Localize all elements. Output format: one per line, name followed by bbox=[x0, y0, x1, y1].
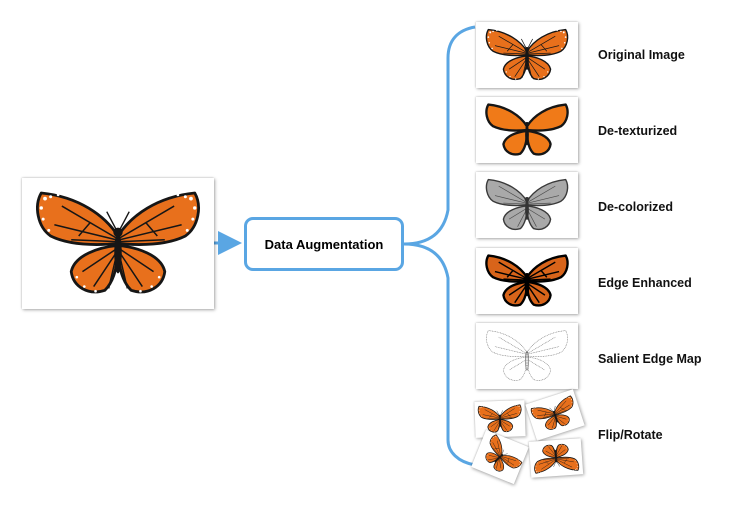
detexturized-card bbox=[476, 97, 578, 163]
butterfly-icon bbox=[486, 330, 568, 381]
input-image bbox=[22, 178, 214, 309]
label-flip-rotate: Flip/Rotate bbox=[598, 428, 663, 442]
butterfly-icon bbox=[36, 191, 200, 294]
butterfly-icon bbox=[532, 442, 580, 474]
butterfly-icon bbox=[485, 178, 569, 231]
data-augmentation-label: Data Augmentation bbox=[264, 236, 384, 252]
label-original-image: Original Image bbox=[598, 48, 685, 62]
label-edge-enhanced: Edge Enhanced bbox=[598, 276, 692, 290]
flip-card-4 bbox=[528, 438, 584, 478]
butterfly-icon bbox=[485, 28, 569, 81]
decolorized-card bbox=[476, 172, 578, 238]
label-decolorized: De-colorized bbox=[598, 200, 674, 214]
bracket-upper bbox=[403, 25, 476, 246]
edge-enhanced-card bbox=[476, 248, 578, 314]
flip-card-1 bbox=[474, 400, 526, 438]
label-detexturized: De-texturized bbox=[598, 124, 678, 138]
bracket-lower bbox=[403, 242, 476, 467]
butterfly-icon bbox=[485, 103, 569, 156]
data-augmentation-box: Data Augmentation bbox=[244, 217, 404, 271]
original-image-card bbox=[476, 22, 578, 88]
butterfly-icon bbox=[477, 404, 523, 434]
butterfly-icon bbox=[485, 254, 569, 307]
label-salient-edge-map: Salient Edge Map bbox=[598, 352, 702, 366]
salient-edge-map-card bbox=[476, 323, 578, 389]
